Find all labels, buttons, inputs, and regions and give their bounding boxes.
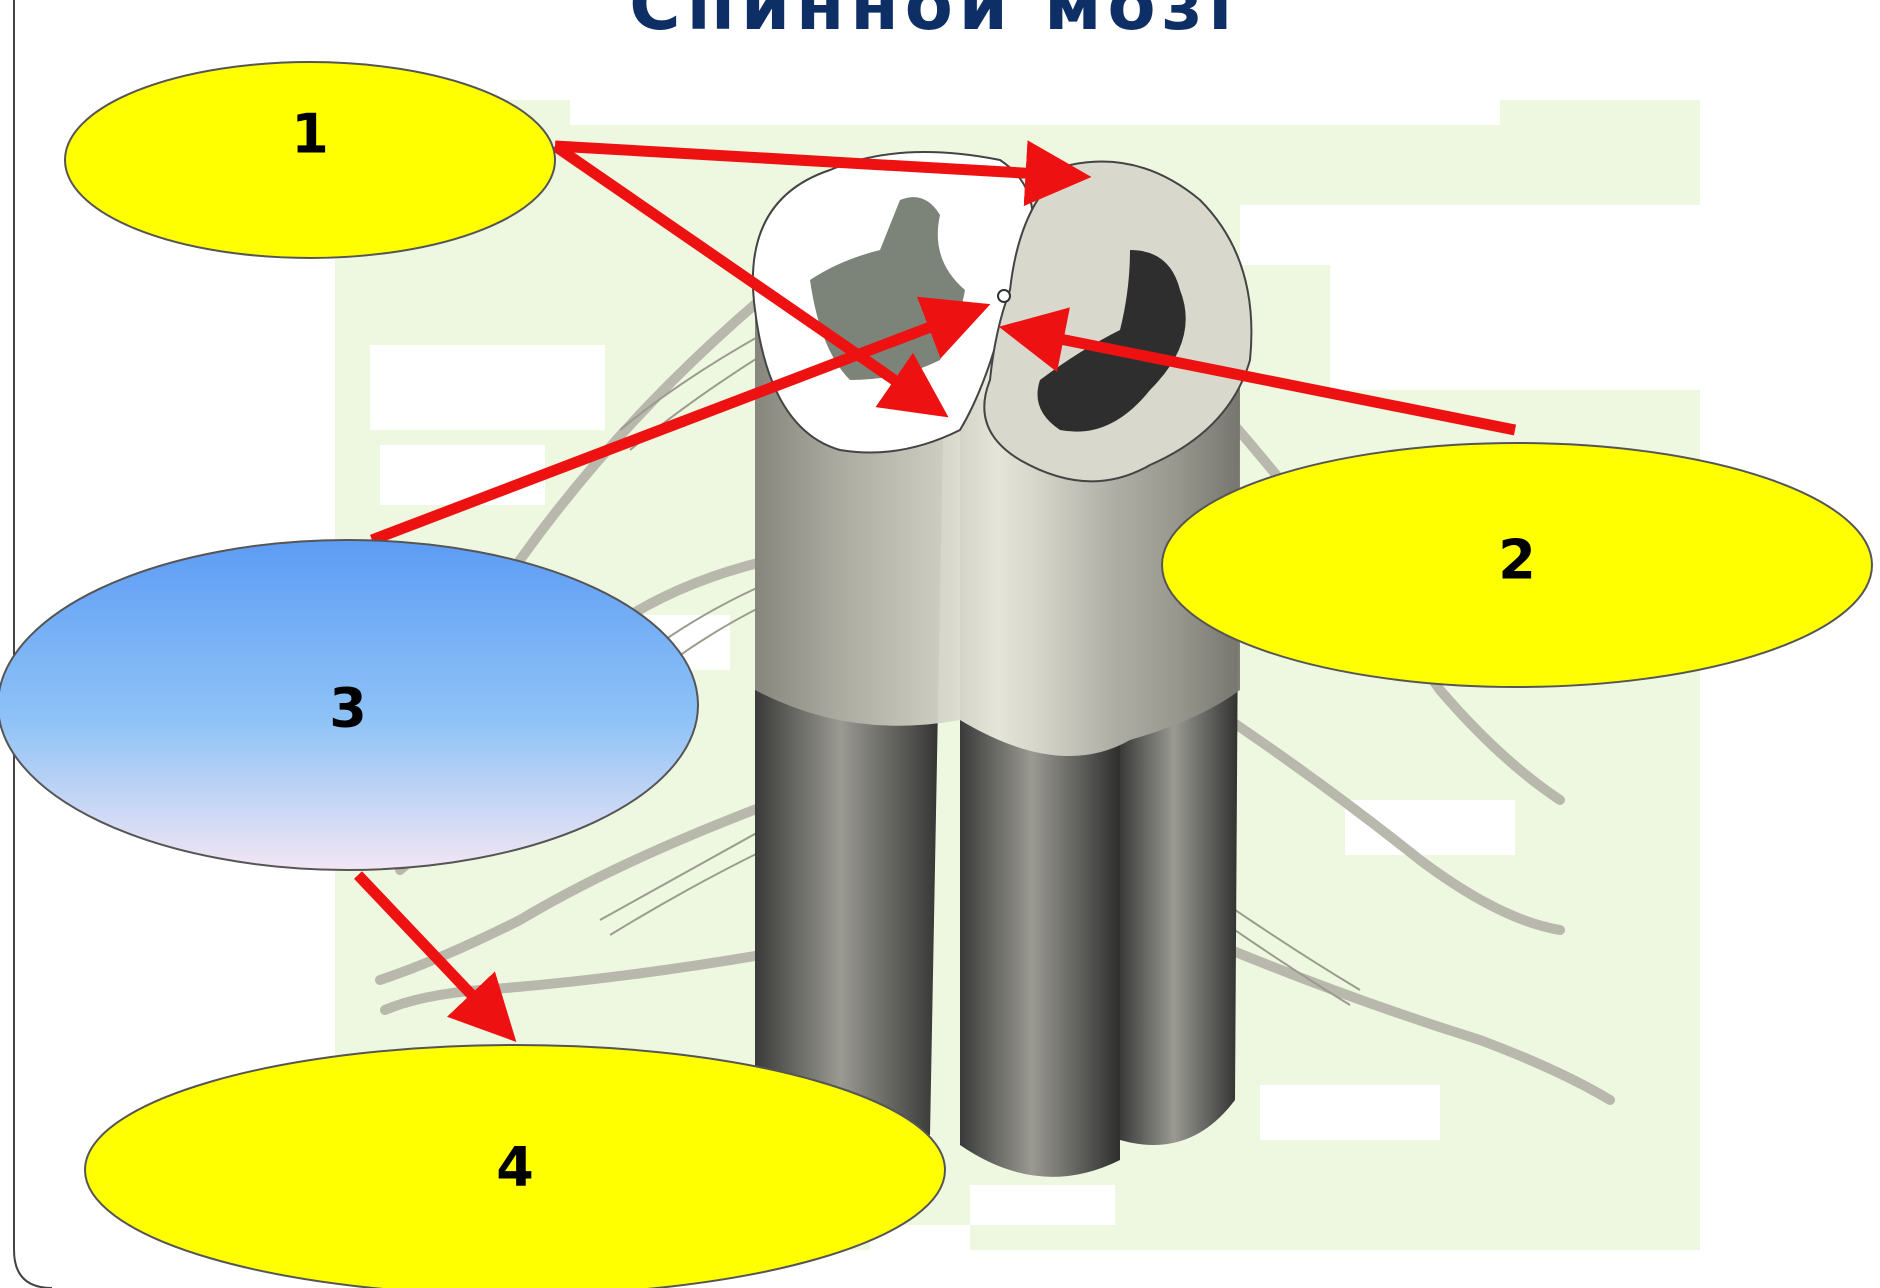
spinal-cord (753, 152, 1252, 1177)
label-1-number: 1 (291, 103, 329, 166)
label-4-number: 4 (496, 1136, 534, 1199)
central-canal (998, 290, 1010, 302)
label-2-number: 2 (1498, 529, 1536, 592)
label-3-number: 3 (329, 677, 367, 740)
